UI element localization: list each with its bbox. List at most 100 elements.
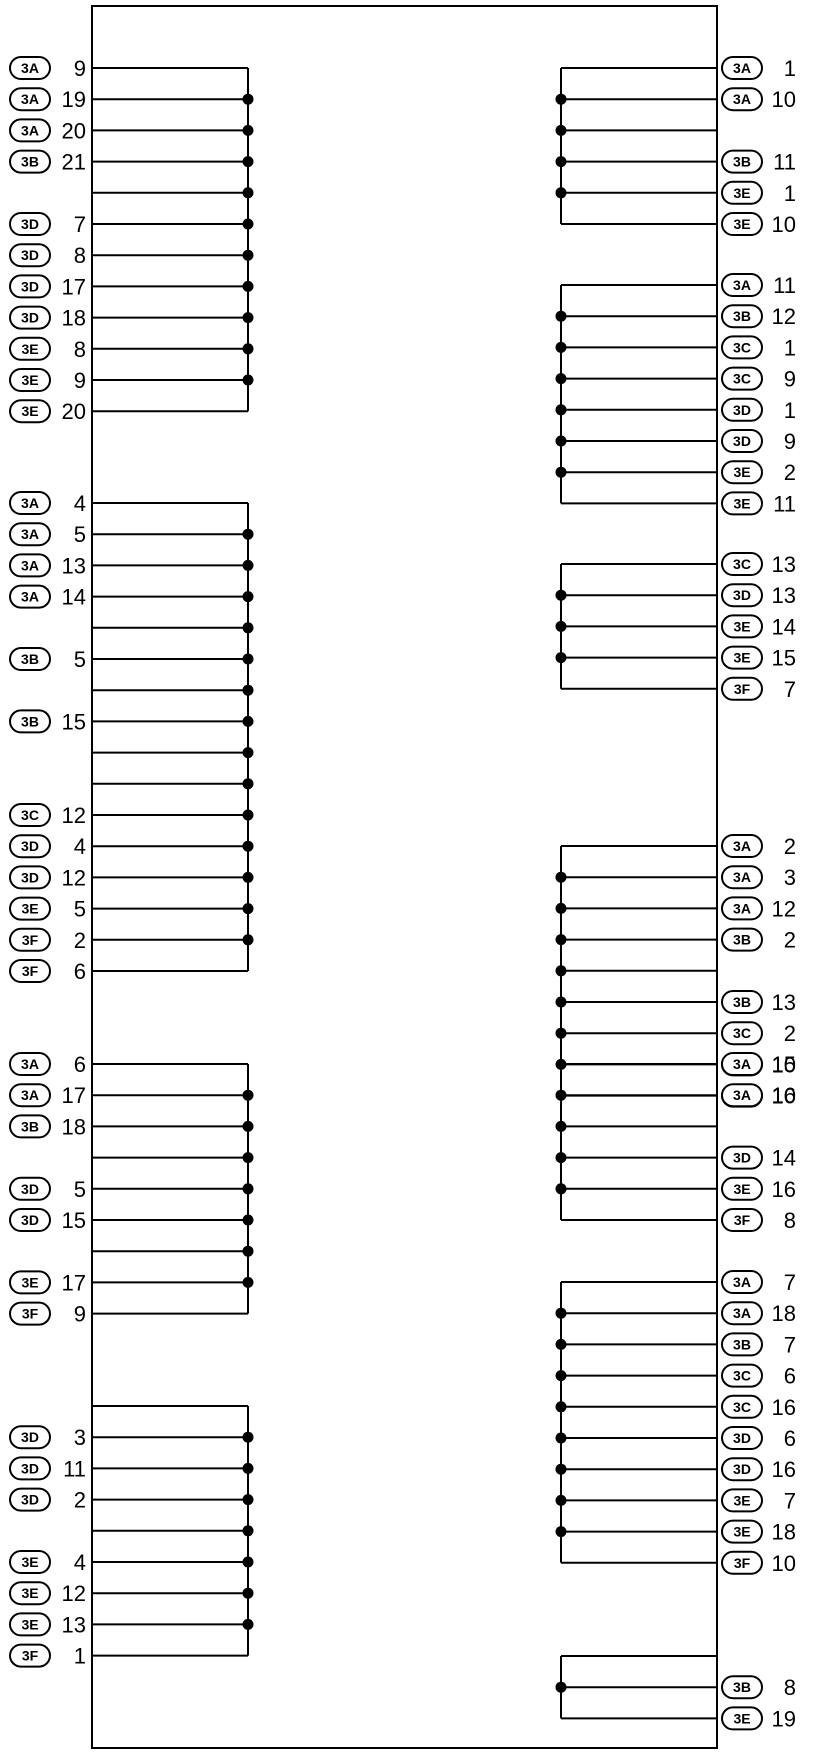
connector-badge: [721, 1457, 763, 1482]
pin-number: 13: [772, 552, 796, 577]
right-junction-dot-7-2: [555, 1681, 567, 1693]
connector-label: 3E: [21, 1274, 38, 1290]
pin-number: 1: [784, 398, 796, 423]
connector-badge: [9, 1581, 51, 1606]
connector-badge: [721, 429, 763, 453]
connector-badge: [721, 1301, 763, 1326]
pin-number: 7: [784, 677, 796, 702]
connector-label: 3B: [733, 994, 751, 1010]
connector-label: 3B: [21, 713, 39, 729]
connector-label: 3F: [734, 1212, 751, 1228]
connector-badge: [721, 366, 763, 391]
connector-label: 3A: [733, 869, 751, 885]
connector-label: 3A: [733, 1087, 751, 1103]
left-junction-dot-2-3: [242, 559, 254, 571]
connector-badge: [9, 896, 51, 921]
pin-number: 12: [62, 865, 86, 890]
connector-label: 3D: [21, 278, 39, 294]
right-junction-dot-3-2: [555, 589, 567, 601]
right-junction-dot-2-2: [555, 310, 567, 322]
pin-number: 4: [74, 1550, 86, 1575]
connector-badge: [721, 1394, 763, 1419]
connector-label: 3A: [21, 495, 39, 511]
connector-label: 3E: [733, 1181, 750, 1197]
pin-number: 1: [784, 335, 796, 360]
right-junction-dot-6-5: [555, 1401, 567, 1413]
connector-label: 3B: [733, 1679, 751, 1695]
connector-badge: [9, 1301, 51, 1326]
pin-number: 18: [772, 1520, 796, 1545]
pin-number: 16: [772, 1457, 796, 1482]
connector-label: 3E: [21, 901, 38, 917]
connector-label: 3E: [21, 372, 38, 388]
pin-number: 18: [62, 1114, 86, 1139]
left-junction-dot-2-6: [242, 653, 254, 665]
right-junction-dot-2-6: [555, 435, 567, 447]
pin-number: 6: [784, 1364, 796, 1389]
connector-badge: [9, 927, 51, 952]
pin-number: 7: [784, 1332, 796, 1357]
left-junction-dot-1-11: [242, 374, 254, 386]
right-junction-dot-6-6: [555, 1432, 567, 1444]
connector-badge: [9, 553, 51, 578]
connector-badge: [721, 1052, 763, 1076]
pin-number: 6: [784, 1426, 796, 1451]
left-junction-dot-1-8: [242, 280, 254, 292]
connector-label: 3C: [21, 807, 39, 823]
connector-badge: [9, 834, 51, 859]
left-junction-dot-2-4: [242, 591, 254, 603]
connector-badge: [9, 1176, 51, 1201]
pin-number: 13: [62, 553, 86, 578]
pin-number: 9: [74, 56, 86, 81]
right-junction-dot-1-5: [555, 187, 567, 199]
pin-number: 19: [772, 1706, 796, 1731]
left-junction-dot-2-2: [242, 528, 254, 540]
connector-badge: [9, 274, 51, 299]
connector-badge: [721, 397, 763, 422]
pin-number: 9: [784, 367, 796, 392]
pin-number: 9: [74, 1302, 86, 1327]
connector-badge: [9, 865, 51, 890]
connector-label: 3A: [21, 91, 39, 107]
connector-label: 3B: [21, 1118, 39, 1134]
connector-badge: [9, 336, 51, 361]
left-junction-dot-2-7: [242, 684, 254, 696]
connector-badge: [721, 1083, 763, 1108]
pin-number: 1: [784, 56, 796, 81]
connector-badge: [721, 1332, 763, 1357]
connector-badge: [9, 1612, 51, 1637]
connector-label: 3D: [733, 1150, 751, 1166]
connector-label: 3D: [733, 402, 751, 418]
right-junction-dot-2-5: [555, 404, 567, 416]
pin-number: 12: [772, 896, 796, 921]
connector-label: 3A: [733, 1056, 751, 1072]
pin-number: 8: [784, 1208, 796, 1233]
left-junction-dot-2-8: [242, 715, 254, 727]
right-junction-dot-2-4: [555, 373, 567, 385]
connector-badge: [721, 1519, 763, 1544]
left-junction-dot-3-6: [242, 1214, 254, 1226]
pin-number: 11: [773, 491, 796, 516]
connector-label: 3E: [21, 1554, 38, 1570]
pin-number: 15: [772, 1052, 796, 1077]
left-junction-dot-1-7: [242, 249, 254, 261]
connector-badge: [721, 1270, 763, 1294]
connector-label: 3E: [733, 650, 750, 666]
connector-label: 3C: [733, 1025, 751, 1041]
connector-label: 3A: [733, 1274, 751, 1290]
left-junction-dot-4-3: [242, 1462, 254, 1474]
pin-number: 7: [74, 212, 86, 237]
connector-badge: [721, 583, 763, 608]
connector-badge: [721, 1363, 763, 1388]
connector-label: 3B: [733, 1336, 751, 1352]
connector-badge: [9, 1270, 51, 1295]
right-junction-dot-3-4: [555, 652, 567, 664]
connector-badge: [721, 614, 763, 639]
connector-label: 3A: [21, 60, 39, 76]
pin-number: 20: [62, 399, 86, 424]
pin-number: 11: [773, 150, 796, 175]
connector-label: 3A: [733, 1305, 751, 1321]
right-junction-dot-4-4: [555, 934, 567, 946]
connector-badge: [721, 335, 763, 360]
connector-label: 3A: [21, 1056, 39, 1072]
